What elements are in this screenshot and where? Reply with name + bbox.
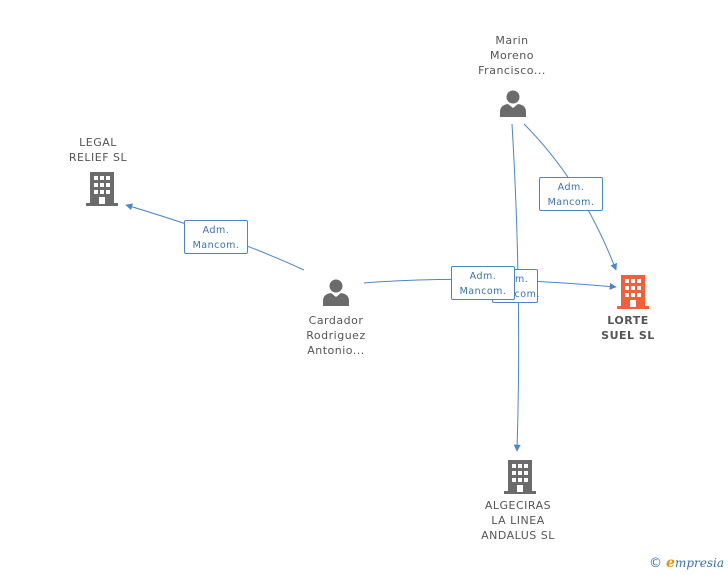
- brand-logo-text: mpresia: [674, 556, 724, 570]
- brand-watermark: © e mpresia: [649, 555, 724, 571]
- node-label-line: RELIEF SL: [68, 151, 128, 164]
- edge-label-line: Adm.: [557, 182, 585, 193]
- node-label-line: ANDALUS SL: [481, 529, 555, 542]
- copyright-icon: ©: [649, 555, 663, 571]
- node-label-marin[interactable]: Marin Moreno Francisco...: [452, 33, 572, 78]
- edge-label-line: Mancom.: [459, 286, 507, 297]
- edge-label-line: Mancom.: [547, 197, 595, 208]
- node-label-lorte[interactable]: LORTE SUEL SL: [586, 313, 670, 343]
- edge-label-line: Adm.: [469, 271, 497, 282]
- node-label-line: Moreno: [490, 49, 534, 62]
- node-label-legal[interactable]: LEGAL RELIEF SL: [42, 135, 154, 165]
- node-label-line: LORTE: [607, 314, 649, 327]
- person-icon[interactable]: [500, 90, 526, 118]
- node-label-line: Rodriguez: [306, 329, 366, 342]
- edge-label-marin-lorte[interactable]: Adm. Mancom.: [539, 177, 603, 211]
- node-label-cardador[interactable]: Cardador Rodriguez Antonio...: [276, 313, 396, 358]
- person-icon[interactable]: [323, 279, 349, 307]
- building-icon[interactable]: [86, 172, 118, 206]
- edge-label-line: Adm.: [202, 225, 230, 236]
- edge-label-line: Mancom.: [192, 240, 240, 251]
- node-label-line: Antonio...: [307, 344, 365, 357]
- node-label-line: ALGECIRAS: [484, 499, 552, 512]
- node-label-line: Cardador: [308, 314, 364, 327]
- edge-label-line: Mancom.: [493, 289, 540, 300]
- node-label-line: SUEL SL: [601, 329, 655, 342]
- edge-label-cardador-legal[interactable]: Adm. Mancom.: [184, 220, 248, 254]
- node-label-algeciras[interactable]: ALGECIRAS LA LINEA ANDALUS SL: [462, 498, 574, 543]
- node-label-line: Francisco...: [478, 64, 546, 77]
- brand-logo-letter: e: [666, 555, 675, 571]
- edge-label-cardador-lorte[interactable]: Adm. Mancom.: [451, 266, 515, 300]
- building-icon[interactable]: [617, 275, 649, 309]
- node-label-line: LA LINEA: [491, 514, 545, 527]
- building-icon[interactable]: [504, 460, 536, 494]
- node-label-line: Marin: [495, 34, 529, 47]
- node-label-line: LEGAL: [79, 136, 117, 149]
